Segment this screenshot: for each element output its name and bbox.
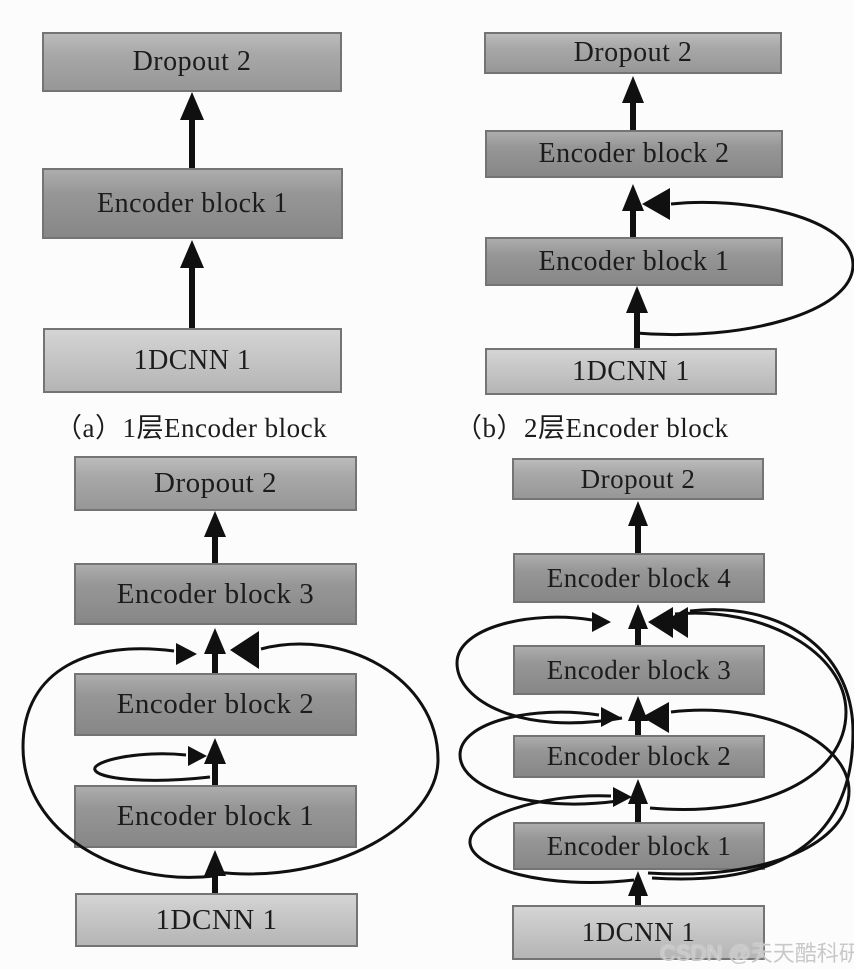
panel-d-encoder-block-4-box: Encoder block 4	[513, 553, 765, 603]
left-arrowhead	[642, 188, 670, 220]
panel-b-encoder-block-2-box: Encoder block 2	[485, 130, 783, 178]
skip-connection-hairpin	[93, 752, 211, 782]
watermark: CSDN @天天酷科研	[660, 941, 854, 966]
up-arrow-head	[628, 501, 648, 526]
panel-c-encoder-block-3-box: Encoder block 3	[74, 563, 357, 625]
up-arrow-head	[622, 184, 644, 211]
panel-a-1dcnn-box: 1DCNN 1	[43, 328, 342, 393]
skip-curve-right-mid	[649, 611, 848, 811]
left-arrowhead	[230, 631, 259, 669]
left-arrowhead	[642, 702, 669, 733]
up-arrow-head	[204, 738, 226, 764]
up-arrow-head	[204, 511, 226, 537]
panel-a-caption: （a）1层Encoder block	[55, 413, 328, 443]
up-arrow-head	[628, 696, 648, 721]
right-arrowhead	[176, 643, 197, 665]
panel-d-1dcnn-box: 1DCNN 1	[512, 905, 765, 960]
panel-a-encoder-block-1-box: Encoder block 1	[42, 168, 343, 239]
panel-b-caption: （b）2层Encoder block	[455, 413, 729, 443]
right-arrowhead	[188, 746, 207, 766]
up-arrow-head	[180, 240, 204, 268]
right-arrowhead	[613, 787, 632, 807]
panel-d-encoder-block-2-box: Encoder block 2	[513, 735, 765, 778]
up-arrow-head	[622, 76, 644, 103]
panel-a-dropout-box: Dropout 2	[42, 32, 342, 92]
left-arrowhead	[648, 607, 673, 638]
up-arrow-head	[204, 850, 226, 876]
panel-b-encoder-block-1-box: Encoder block 1	[485, 237, 783, 286]
panel-b-arrows	[622, 76, 854, 348]
up-arrow-head	[204, 628, 226, 654]
left-arrowhead	[663, 607, 688, 638]
up-arrow-head	[628, 779, 648, 804]
up-arrow-head	[180, 92, 204, 120]
panel-d-dropout-box: Dropout 2	[512, 458, 764, 500]
panel-d-encoder-block-1-box: Encoder block 1	[513, 822, 765, 870]
panel-c-encoder-block-1-box: Encoder block 1	[74, 785, 357, 848]
panel-b-dropout-box: Dropout 2	[484, 32, 782, 74]
panel-c-encoder-block-2-box: Encoder block 2	[74, 673, 357, 736]
right-arrowhead	[592, 612, 611, 632]
panel-c-1dcnn-box: 1DCNN 1	[75, 893, 358, 947]
up-arrow-head	[628, 604, 648, 629]
panel-c-dropout-box: Dropout 2	[74, 456, 357, 511]
up-arrow-head	[626, 286, 648, 313]
panel-d-encoder-block-3-box: Encoder block 3	[513, 645, 765, 695]
right-arrowhead	[601, 707, 620, 727]
up-arrow-head	[628, 871, 648, 896]
panel-b-1dcnn-box: 1DCNN 1	[485, 348, 777, 395]
